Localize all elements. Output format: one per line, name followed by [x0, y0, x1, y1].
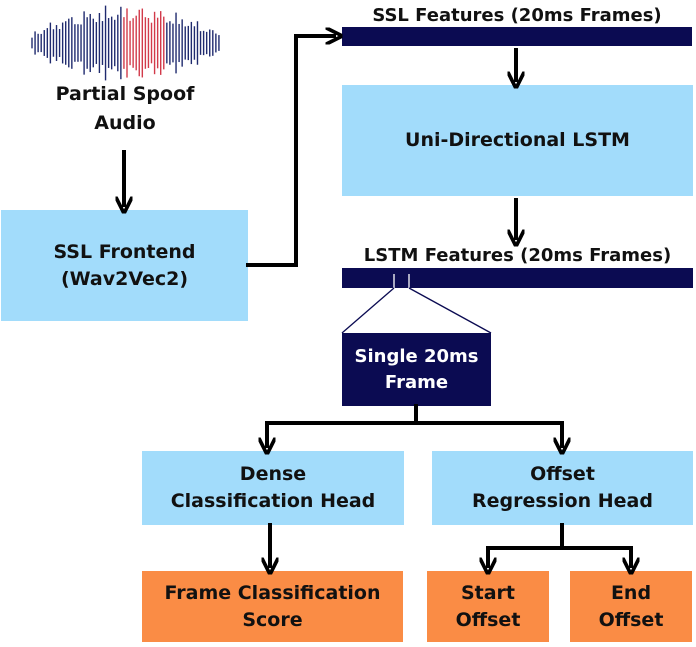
start-offset-line2: Offset — [455, 608, 521, 631]
single-frame-line2: Frame — [384, 371, 449, 393]
ssl-frontend-line1: SSL Frontend — [53, 240, 196, 263]
end-offset-line1: End — [610, 581, 652, 604]
lstm-features-bar — [342, 268, 693, 288]
arrow-frontend-to-ssl-features — [246, 36, 334, 267]
frame-score-line1: Frame Classification — [164, 581, 381, 604]
frame-score-line2: Score — [242, 608, 303, 631]
offset-regression-head-box: Offset Regression Head — [432, 451, 693, 525]
input-audio-line1: Partial Spoof — [55, 83, 195, 105]
ssl-frontend-box: SSL Frontend (Wav2Vec2) — [1, 210, 248, 321]
input-audio-line2: Audio — [94, 111, 156, 134]
input-audio-label: Partial Spoof Audio — [40, 80, 210, 137]
end-offset-box: End Offset — [570, 571, 692, 642]
single-frame-line1: Single 20ms — [354, 346, 479, 368]
lstm-box: Uni-Directional LSTM — [342, 85, 693, 196]
start-offset-box: Start Offset — [427, 571, 549, 642]
start-offset-line1: Start — [460, 581, 516, 604]
dense-head-line2: Classification Head — [170, 490, 376, 512]
audio-waveform-icon — [31, 5, 220, 81]
frame-classification-score-box: Frame Classification Score — [142, 571, 403, 642]
lstm-label: Uni-Directional LSTM — [405, 129, 630, 152]
ssl-frontend-line2: (Wav2Vec2) — [60, 267, 189, 290]
ssl-features-label: SSL Features (20ms Frames) — [372, 5, 662, 26]
dense-head-line1: Dense — [239, 463, 307, 486]
lstm-features-label: LSTM Features (20ms Frames) — [363, 245, 672, 266]
offset-head-line1: Offset — [530, 463, 595, 486]
frame-zoom-callout — [393, 274, 410, 288]
offset-head-line2: Regression Head — [472, 490, 653, 512]
dense-classification-head-box: Dense Classification Head — [142, 451, 404, 525]
single-frame-box: Single 20ms Frame — [342, 333, 491, 406]
ssl-features-bar — [342, 27, 692, 46]
end-offset-line2: Offset — [598, 608, 664, 631]
